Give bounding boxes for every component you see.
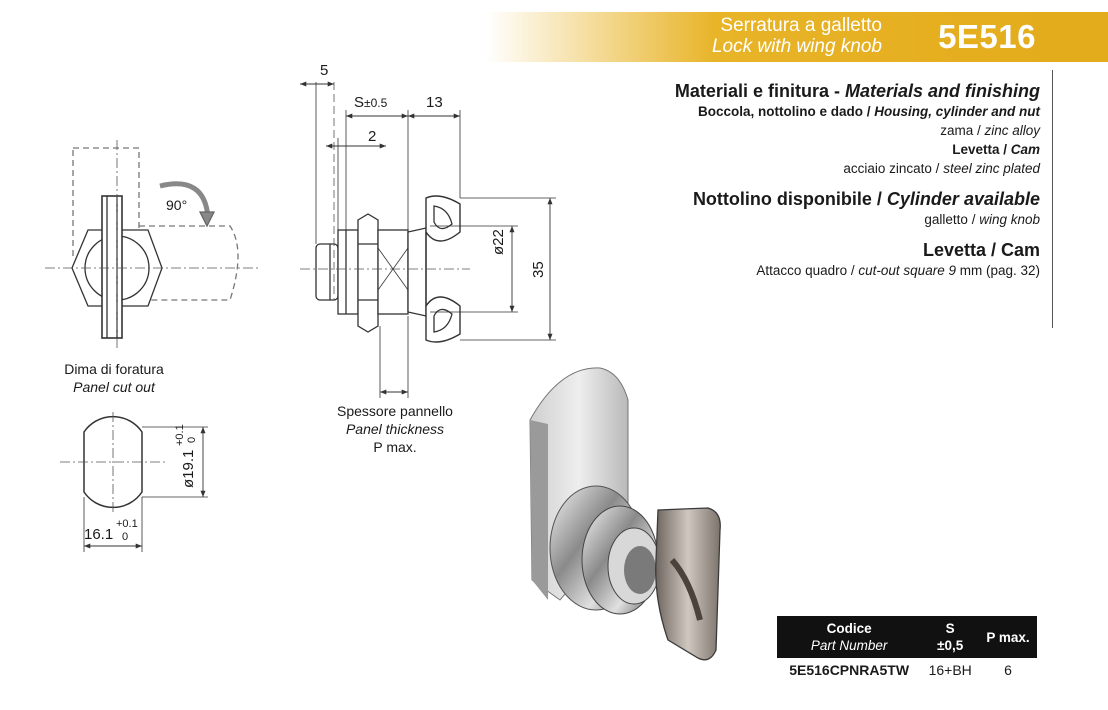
cell-p: 6 bbox=[1004, 662, 1012, 678]
product-title-it: Serratura a galletto bbox=[720, 15, 882, 36]
dim-161-tol-zero: 0 bbox=[122, 531, 129, 543]
dim-5: 5 bbox=[320, 62, 329, 79]
product-photo bbox=[529, 367, 721, 661]
product-code: 5E516 bbox=[938, 18, 1036, 55]
table-row: 5E516CPNRA5TW 16+BH 6 bbox=[777, 658, 1037, 682]
spec-divider bbox=[1052, 70, 1053, 328]
front-view bbox=[45, 140, 258, 350]
part-number-table: Codice Part Number S ±0,5 P max. 5E516CP… bbox=[777, 616, 1037, 682]
levetta-heading: Levetta / Cam bbox=[922, 240, 1040, 260]
housing-value: zama / zinc alloy bbox=[940, 123, 1040, 138]
dim-191: ø19.1 bbox=[180, 449, 197, 488]
dim-161: 16.1 bbox=[84, 526, 114, 543]
dim-13: 13 bbox=[426, 94, 443, 111]
cam-value: acciaio zincato / steel zinc plated bbox=[843, 161, 1040, 176]
dim-s: S±0.5 bbox=[354, 94, 388, 111]
dim-161-tol-plus: +0.1 bbox=[116, 518, 138, 530]
header-banner bbox=[486, 12, 1058, 62]
spec-block: Materiali e finitura - Materials and fin… bbox=[580, 80, 1040, 280]
cylinder-value: galletto / wing knob bbox=[924, 212, 1040, 227]
dim-22: ø22 bbox=[490, 229, 507, 255]
housing-label: Boccola, nottolino e dado / Housing, cyl… bbox=[697, 104, 1040, 119]
rotation-label: 90° bbox=[166, 197, 187, 213]
col-code: Codice Part Number bbox=[777, 616, 922, 658]
col-s: S ±0,5 bbox=[921, 616, 980, 658]
cylinder-heading: Nottolino disponibile / Cylinder availab… bbox=[692, 189, 1040, 209]
cell-code: 5E516CPNRA5TW bbox=[789, 662, 910, 678]
col-p: P max. bbox=[979, 616, 1037, 658]
dim-2: 2 bbox=[368, 128, 377, 145]
side-view bbox=[300, 81, 556, 398]
cell-s: 16+BH bbox=[928, 662, 972, 678]
panel-cutout-view bbox=[60, 412, 208, 552]
dim-191-tol-plus: +0.1 bbox=[174, 424, 186, 446]
thickness-label: Spessore pannello Panel thickness P max. bbox=[337, 403, 453, 455]
product-title-en: Lock with wing knob bbox=[711, 36, 882, 57]
dim-191-tol-zero: 0 bbox=[186, 436, 198, 443]
header-banner-edge bbox=[1058, 12, 1108, 62]
cutout-label: Dima di foratura Panel cut out bbox=[64, 361, 164, 395]
levetta-value: Attacco quadro / cut-out square 9 mm (pa… bbox=[756, 263, 1040, 278]
materials-heading: Materiali e finitura - Materials and fin… bbox=[674, 81, 1040, 101]
cam-label: Levetta / Cam bbox=[952, 142, 1040, 157]
dim-35: 35 bbox=[530, 261, 547, 278]
